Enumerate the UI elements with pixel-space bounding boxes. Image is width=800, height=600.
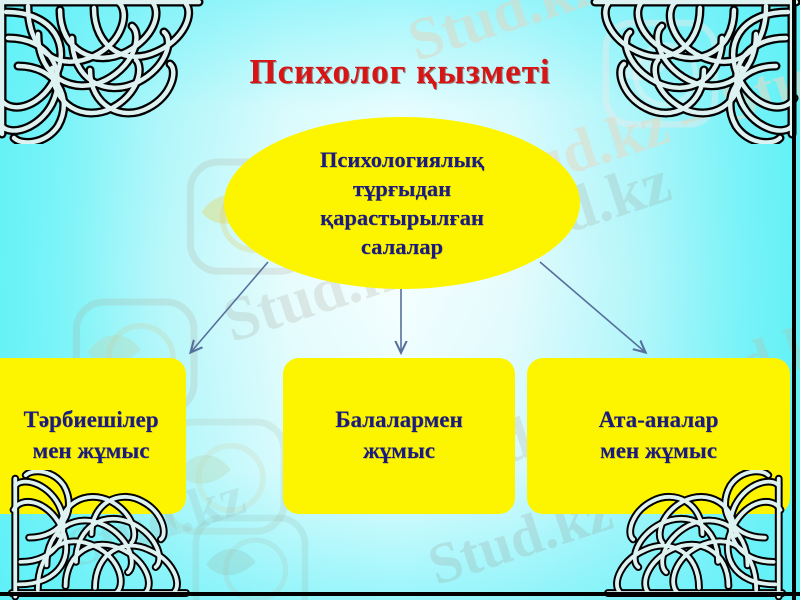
root-node-line: салалар	[360, 234, 444, 260]
celtic-knot-icon	[604, 470, 787, 600]
page-title: Психолог қызметі	[249, 52, 551, 91]
root-node-line: Психологиялық	[319, 146, 485, 172]
frame-border-right	[792, 0, 796, 600]
leaf-node-label: Тәрбиешілер мен жұмыс	[3, 405, 164, 466]
leaf-node-teachers: Тәрбиешілер мен жұмыс	[0, 358, 186, 514]
leaf-node-line: Балалармен	[335, 407, 463, 433]
celtic-knot-icon	[7, 470, 190, 600]
root-node-label: Психологиялық тұрғыдан қарастырылған сал…	[252, 145, 552, 262]
frame-border-bottom	[0, 592, 800, 596]
celtic-knot-icon	[0, 0, 204, 144]
celtic-knot-icon	[590, 0, 800, 144]
leaf-node-label: Ата-аналар мен жұмыс	[593, 405, 725, 466]
root-node-line: қарастырылған	[320, 205, 484, 230]
leaf-node-line: жұмыс	[362, 438, 435, 463]
leaf-node-line: мен жұмыс	[32, 438, 150, 463]
leaf-node-children: Балалармен жұмыс	[283, 358, 515, 514]
root-node: Психологиялық тұрғыдан қарастырылған сал…	[224, 117, 580, 289]
connector-left	[191, 261, 269, 352]
leaf-node-label: Балалармен жұмыс	[329, 405, 469, 466]
leaf-node-line: Ата-аналар	[598, 407, 719, 433]
root-node-line: тұрғыдан	[352, 175, 452, 201]
leaf-node-line: Тәрбиешілер	[23, 407, 159, 433]
connector-right	[539, 261, 645, 352]
leaf-node-line: мен жұмыс	[600, 438, 717, 463]
